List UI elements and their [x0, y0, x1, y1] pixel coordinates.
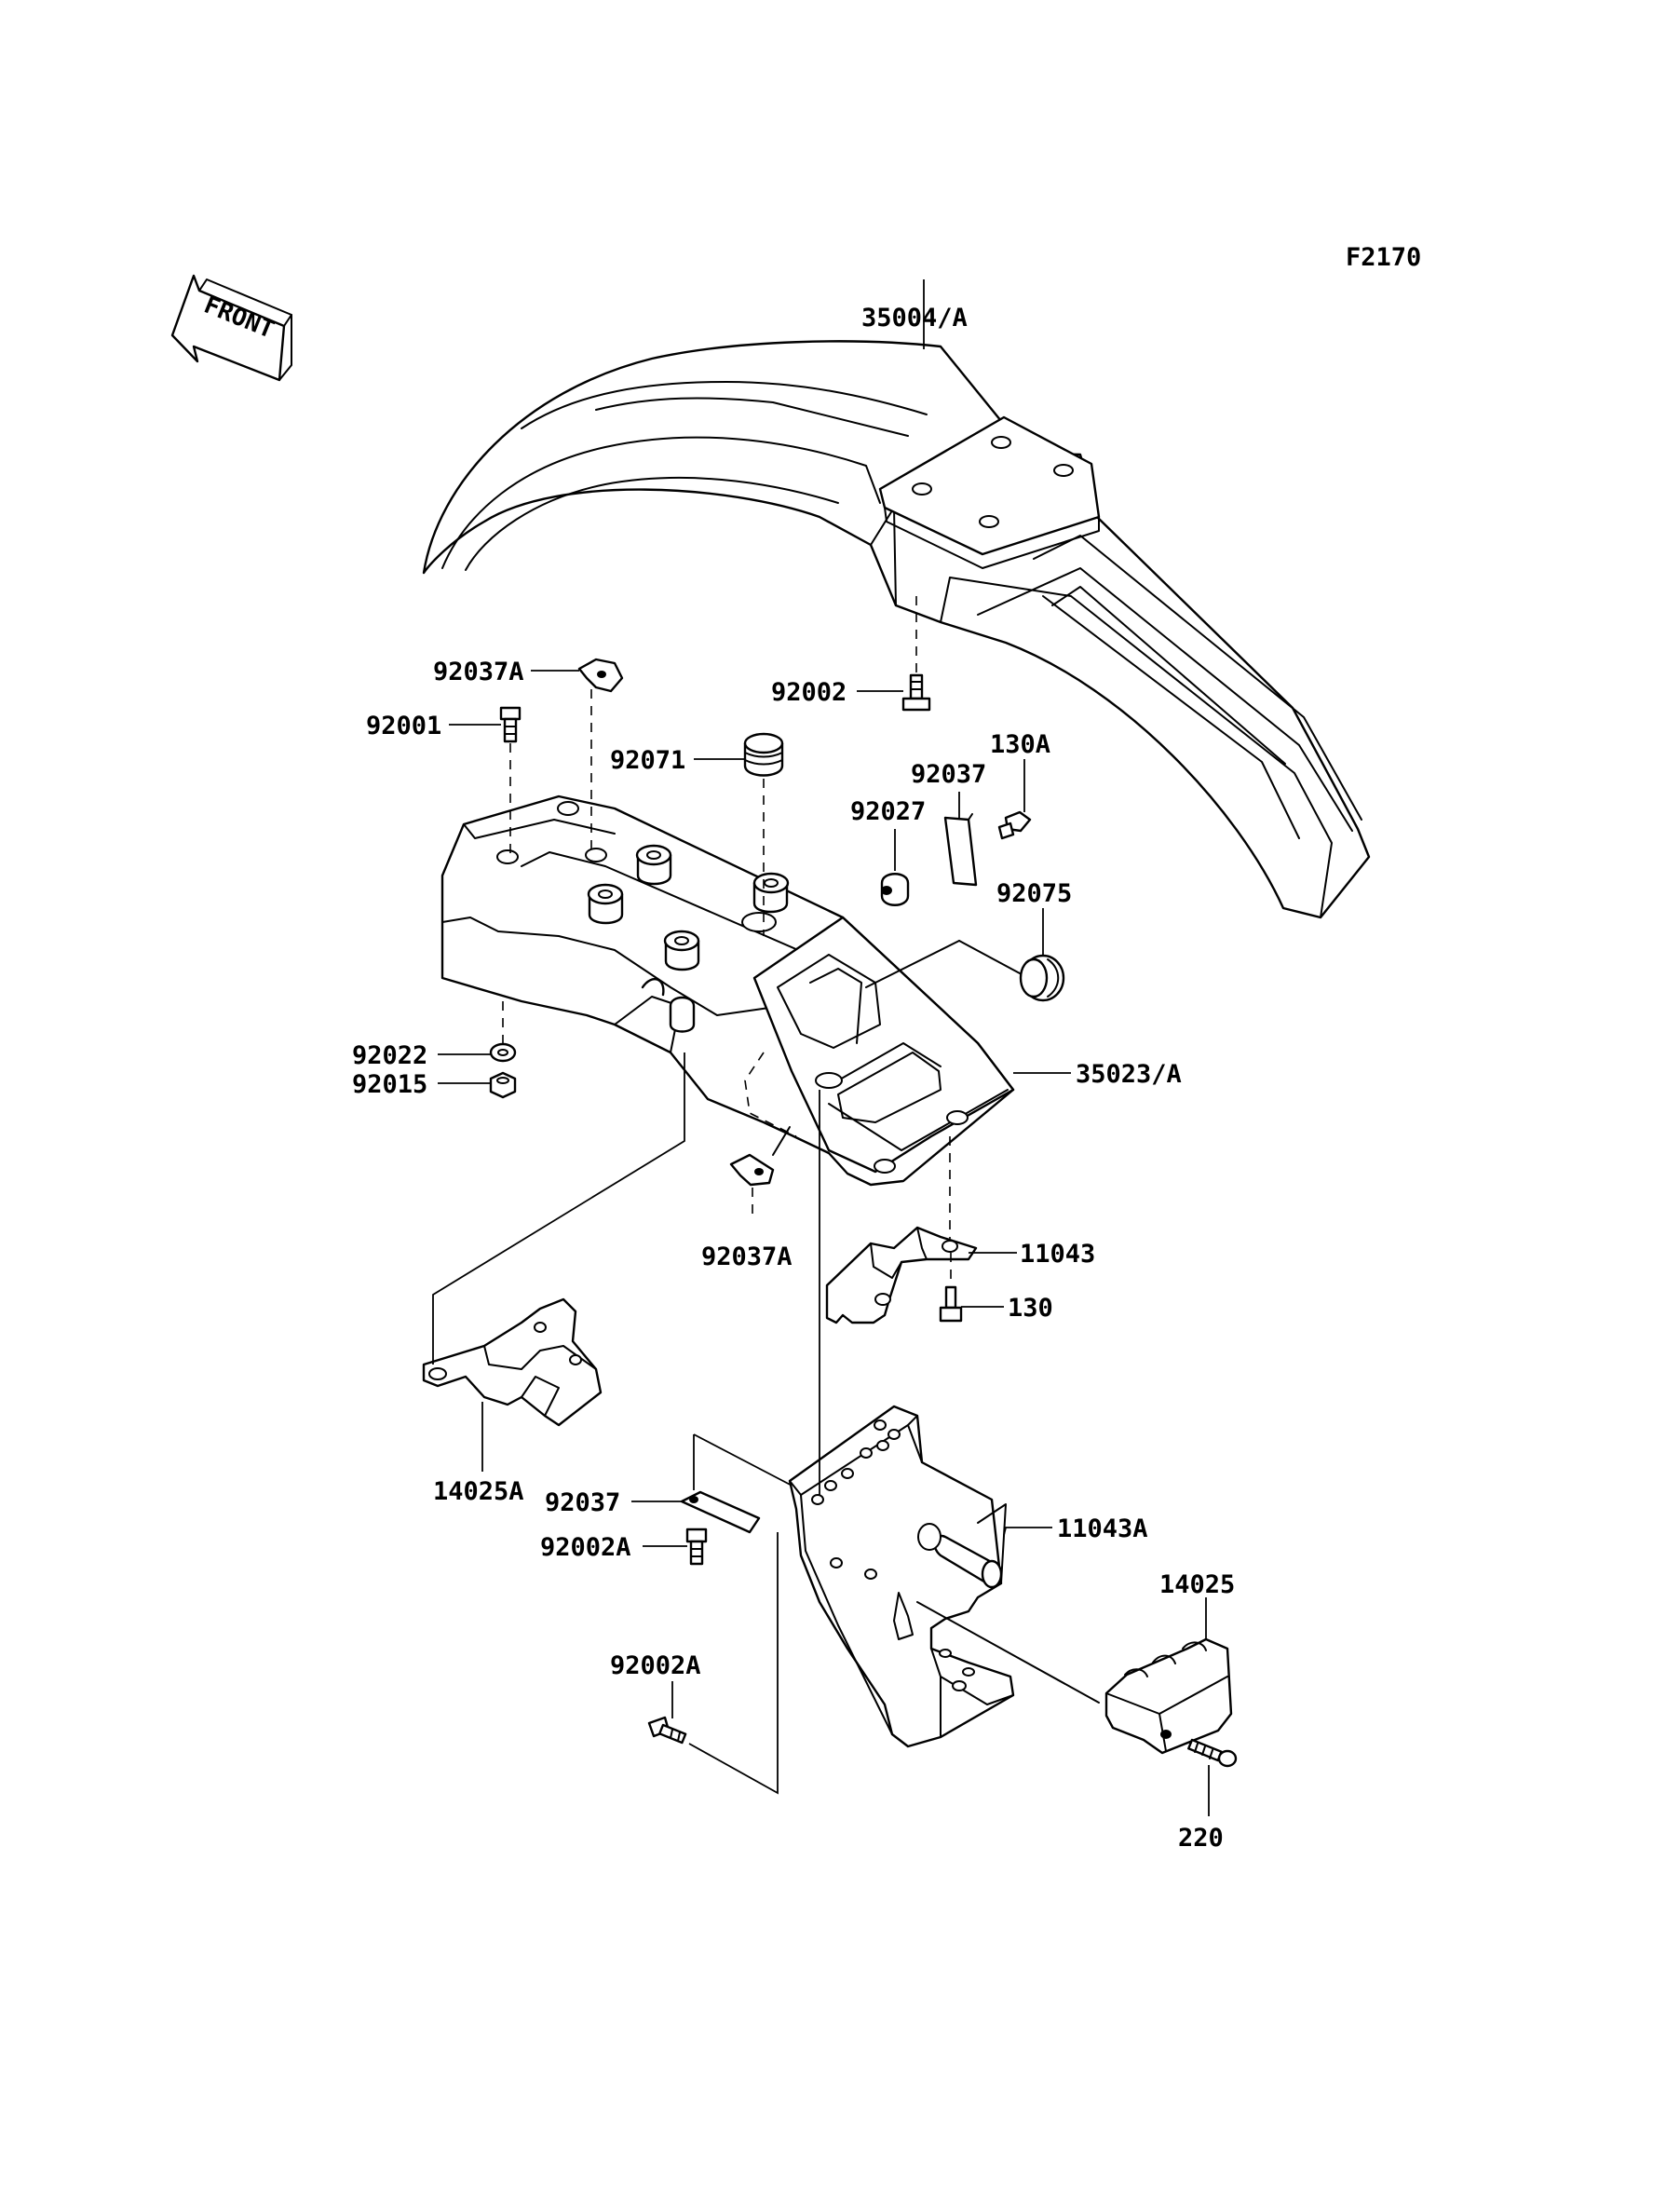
- holder-14025: [1104, 1637, 1233, 1755]
- callout-35004-a: 35004/A: [861, 304, 968, 333]
- bolt-92001: [499, 706, 522, 743]
- bolt-92002a-lower: [647, 1716, 687, 1745]
- callout-92001: 92001: [366, 712, 441, 740]
- callout-92002: 92002: [771, 678, 847, 707]
- callout-92022: 92022: [352, 1041, 427, 1070]
- bolt-130a: [997, 810, 1032, 840]
- callout-130: 130: [1008, 1294, 1053, 1323]
- callout-220: 220: [1178, 1824, 1224, 1853]
- callout-92075: 92075: [996, 879, 1072, 908]
- collar-92037-upper: [943, 813, 978, 887]
- callout-35023-a: 35023/A: [1076, 1060, 1182, 1089]
- screw-220: [1187, 1738, 1238, 1768]
- inner-fender: [440, 794, 1015, 1187]
- callout-92015: 92015: [352, 1070, 427, 1099]
- front-direction-arrow: FRONT: [170, 274, 292, 382]
- figure-code: F2170: [1346, 243, 1421, 272]
- callout-14025: 14025: [1159, 1570, 1235, 1599]
- band-92037-lower: [680, 1490, 761, 1534]
- rear-fender: [422, 340, 1371, 919]
- callout-14025a: 14025A: [433, 1477, 524, 1506]
- bolt-92002: [901, 673, 931, 712]
- callout-130a: 130A: [990, 730, 1050, 759]
- callout-11043a: 11043A: [1057, 1514, 1148, 1543]
- callout-92002a-upper: 92002A: [540, 1533, 631, 1562]
- bracket-11043a: [788, 1405, 1015, 1748]
- callout-92037a-top: 92037A: [433, 658, 524, 686]
- callout-92037a-bottom: 92037A: [701, 1243, 793, 1271]
- callout-92037-upper: 92037: [911, 760, 986, 789]
- bolt-92002a-upper: [685, 1528, 708, 1566]
- callout-92002a-lower: 92002A: [610, 1651, 701, 1680]
- bolt-130: [939, 1285, 963, 1323]
- bracket-11043: [825, 1226, 978, 1324]
- clip-92037a-bottom: [729, 1153, 775, 1187]
- grommet-92075: [1019, 954, 1065, 1002]
- callout-92027: 92027: [850, 797, 926, 826]
- bracket-14025a: [422, 1297, 603, 1427]
- damper-92071: [743, 732, 784, 777]
- nut-92015: [489, 1071, 517, 1099]
- nut-92027: [880, 873, 910, 906]
- callout-92037-lower: 92037: [545, 1488, 620, 1517]
- callout-11043: 11043: [1020, 1240, 1095, 1269]
- callout-92071: 92071: [610, 746, 685, 775]
- clip-92037a-top: [577, 658, 624, 693]
- washer-92022: [489, 1042, 517, 1063]
